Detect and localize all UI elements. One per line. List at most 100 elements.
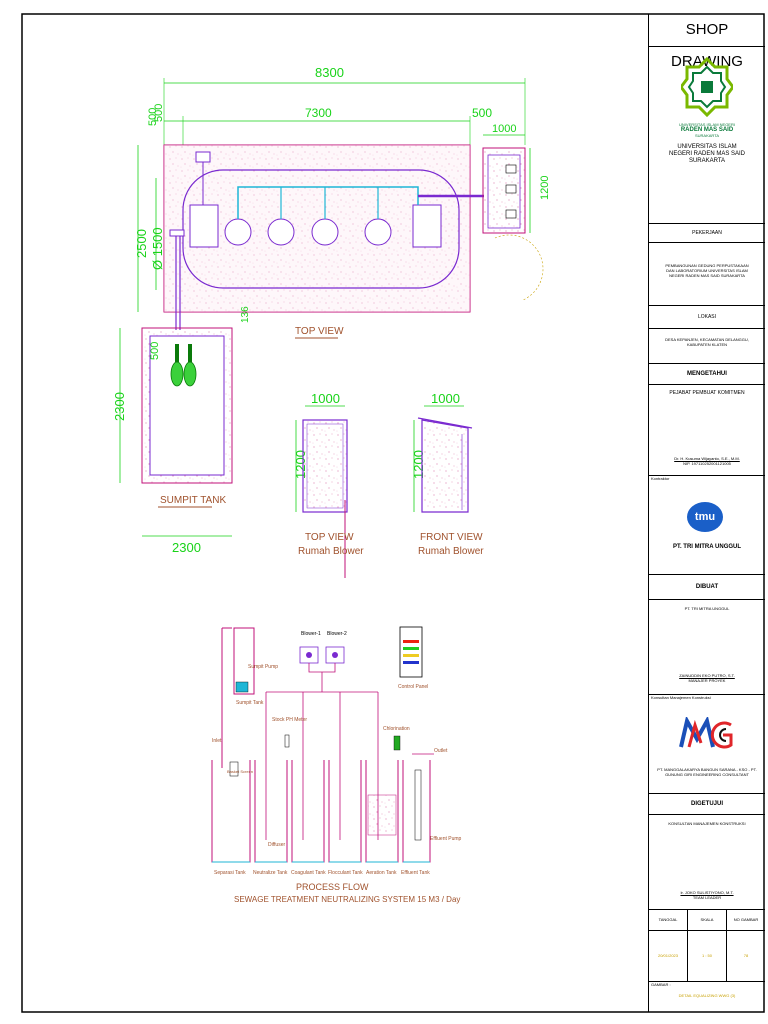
pf-tank-labels: Separasi Tank Neutralize Tank Coagulant … [214, 870, 430, 876]
tank-label: Coagulant Tank [291, 870, 326, 876]
tb-mengetahui-label: MENGETAHUI [687, 371, 727, 377]
tb-dibuat-role: MANAJER PROYEK [688, 678, 726, 683]
tb-dibuat-body-row: PT. TRI MITRA UNGGUL ZAINUDDIN EKO PUTRO… [649, 600, 765, 695]
tb-pekerjaan-label: PEKERJAAN [692, 230, 722, 236]
pf-basket-screen: Basket Screen [227, 769, 253, 774]
tb-univ-city: SURAKARTA [694, 133, 720, 138]
sumpit-tank-label: SUMPIT TANK [160, 495, 226, 506]
tb-lokasi-label: LOKASI [697, 314, 717, 320]
mk-logo-icon [679, 715, 733, 749]
tb-lokasi-text: DESA KEPANJEN, KECAMATAN DELANGGU, KABUP… [665, 337, 749, 347]
pf-inlet: Inlet [212, 738, 222, 744]
tb-dibuat-label: DIBUAT [695, 584, 719, 590]
tb-val-skala: 1 : 50 [688, 931, 727, 981]
sumpit-tank-drawing: 2300 500 2300 SUMPIT TANK [112, 327, 233, 555]
university-logo-icon [679, 56, 735, 118]
tb-col-tanggal: TANGGAL [649, 910, 688, 930]
pf-blower2: Blower-2 [327, 631, 347, 637]
tb-pekerjaan-row: PEKERJAAN [649, 224, 765, 243]
tb-pekerjaan-text-row: PEMBANGUNAN GEDUNG PERPUSTAKAAN DAN LABO… [649, 243, 765, 306]
dim-sumpit-h: 2300 [112, 392, 127, 421]
mk-logo [679, 715, 735, 751]
tb-vals-row: 20/01/2023 1 : 50 78 [649, 931, 765, 982]
tb-kontraktor-label: Kontraktor [651, 476, 670, 481]
dim-height: 2500 [134, 229, 149, 258]
tb-lokasi-row: LOKASI [649, 306, 765, 329]
tb-header-row: SHOP DRAWING [649, 14, 765, 70]
dim-blower-h: 1200 [539, 176, 551, 200]
tmu-logo: tmu [687, 502, 723, 532]
tb-univ-name: RADEN MAS SAID [680, 127, 734, 133]
pf-subtitle: SEWAGE TREATMENT NEUTRALIZING SYSTEM 15 … [234, 895, 460, 904]
tb-digetujui-row: DIGETUJUI [649, 794, 765, 815]
pf-blower1: Blower-1 [301, 631, 321, 637]
tb-cols-row: TANGGAL SKALA NO GAMBAR [649, 910, 765, 931]
tb-dibuat-name: ZAINUDDIN EKO PUTRO, S.T. [679, 673, 735, 678]
tb-gambar-label: GAMBAR : [651, 982, 671, 987]
process-flow-drawing: Sumpit Pump Sumpit Tank Inlet Blower-1 B… [211, 626, 462, 904]
tank-label: Separasi Tank [214, 870, 246, 876]
blower-front-title: FRONT VIEW [420, 532, 483, 543]
tb-mk-company: PT. MANGGALAKARYA BANGUN SARANA - KSO - … [657, 767, 757, 777]
dim-sumpit-w: 2300 [172, 540, 201, 555]
tb-col-skala: SKALA [688, 910, 727, 930]
pf-diffuser: Diffuser [268, 842, 285, 848]
blower-front-view-drawing: 1000 1200 FRONT VIEW Rumah Blower [411, 391, 484, 557]
tmu-logo-text: tmu [694, 511, 716, 523]
tb-univ-full: UNIVERSITAS ISLAM NEGERI RADEN MAS SAID … [668, 144, 745, 164]
tb-gambar-text: DETAIL EQUALIZING WWG (3) [678, 993, 736, 998]
tb-val-no: 78 [743, 953, 749, 958]
top-view-drawing: 8300 7300 500 500 500 2500 Ø 1500 [134, 65, 551, 339]
blower-top-view-drawing: 1000 1200 TOP VIEW Rumah Blower [293, 391, 364, 578]
tb-ppk: PEJABAT PEMBUAT KOMITMEN [669, 390, 745, 396]
tb-val-tanggal: 20/01/2023 [649, 931, 688, 981]
title-block: SHOP DRAWING UNIVERSITAS ISLAM NEGERI RA… [648, 14, 765, 1012]
dim-bt-w: 1000 [311, 391, 340, 406]
blower-top-title: TOP VIEW [305, 532, 354, 543]
tb-digetujui-label: DIGETUJUI [690, 801, 723, 807]
tb-dibuat-company: PT. TRI MITRA UNGGUL [684, 606, 730, 611]
tb-pekerjaan-text: PEMBANGUNAN GEDUNG PERPUSTAKAAN DAN LABO… [665, 263, 749, 278]
blower-front-sub: Rumah Blower [418, 546, 484, 557]
tb-kontraktor-row: Kontraktor tmu PT. TRI MITRA UNGGUL [649, 476, 765, 575]
tb-mk-row: Konsultan Manajemen Konstruksi PT. MANGG… [649, 695, 765, 794]
tb-col-no: NO GAMBAR [733, 917, 759, 922]
pf-sumpit-tank: Sumpit Tank [236, 700, 264, 706]
pf-sumpit-pump: Sumpit Pump [248, 664, 278, 670]
dim-inner: 7300 [305, 106, 332, 120]
tb-ppk-name: Dr. H. Kusuma Wijayanto, S.E., M.M. [674, 456, 740, 461]
tb-gambar-row: GAMBAR : DETAIL EQUALIZING WWG (3) [649, 982, 765, 1012]
dim-bf-w: 1000 [431, 391, 460, 406]
tank-label: Flocculant Tank [328, 870, 363, 876]
pf-effluent-pump: Effluent Pump [430, 836, 462, 842]
dim-sumpit-gap: 500 [149, 342, 161, 360]
pf-title: PROCESS FLOW [296, 882, 369, 892]
tb-lokasi-text-row: DESA KEPANJEN, KECAMATAN DELANGGU, KABUP… [649, 329, 765, 364]
tb-dibuat-row: DIBUAT [649, 575, 765, 600]
tb-digetujui-company: KONSULTAN MANAJEMEN KONSTRUKSI [668, 821, 746, 826]
dim-diameter: Ø 1500 [150, 227, 165, 270]
tb-university-row: UNIVERSITAS ISLAM NEGERI RADEN MAS SAID … [649, 47, 765, 224]
blower-top-sub: Rumah Blower [298, 546, 364, 557]
tb-digetujui-body-row: KONSULTAN MANAJEMEN KONSTRUKSI Ir. JOKO … [649, 815, 765, 910]
dim-136: 136 [240, 306, 251, 323]
dim-overall: 8300 [315, 65, 344, 80]
dim-left-b: 500 [147, 108, 159, 126]
dim-left-a: 500 [153, 104, 165, 122]
tb-digetujui-name: Ir. JOKO SULISTIYONO, M.T. [680, 890, 734, 895]
tb-ppk-nip: NIP. 197110252001121005 [683, 461, 731, 466]
dim-blower-w: 1000 [492, 123, 516, 135]
dim-right: 500 [472, 106, 492, 120]
sheet-frame [21, 13, 765, 1013]
pf-outlet: Outlet [434, 748, 448, 754]
tank-label: Aeration Tank [366, 870, 397, 876]
tb-mk-label: Konsultan Manajemen Konstruksi [651, 695, 711, 700]
tb-univ-small: UNIVERSITAS ISLAM NEGERI [679, 122, 735, 127]
tb-mengetahui-row: MENGETAHUI [649, 364, 765, 385]
pf-stock-ph: Stock PH Meter [272, 717, 307, 723]
pf-control-panel: Control Panel [398, 684, 428, 690]
tb-ppk-row: PEJABAT PEMBUAT KOMITMEN Dr. H. Kusuma W… [649, 385, 765, 476]
top-view-label: TOP VIEW [295, 326, 344, 337]
tb-digetujui-role: TEAM LEADER [692, 895, 722, 900]
